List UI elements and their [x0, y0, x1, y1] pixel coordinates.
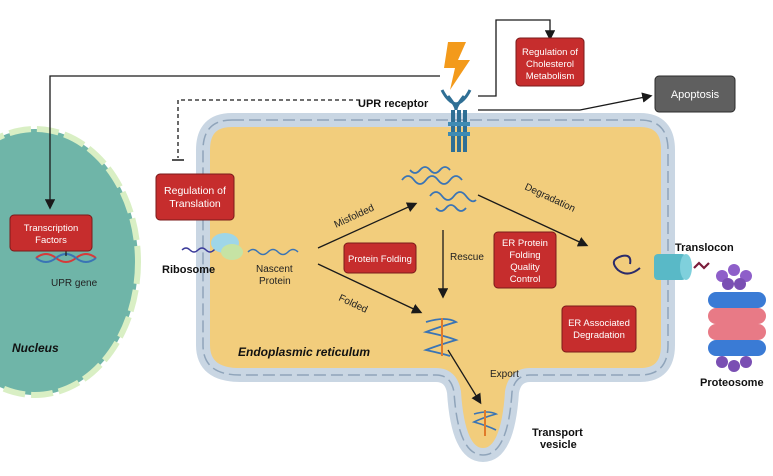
- box-erad: ER Associated Degradation: [561, 305, 637, 353]
- box-transcription: Transcription Factors: [9, 214, 93, 252]
- label-translocon: Translocon: [675, 242, 734, 254]
- vesicle-protein-icon: [471, 410, 499, 436]
- proteasome-icon: [708, 264, 766, 372]
- label-vesicle-line-2: vesicle: [540, 439, 577, 451]
- box-cholesterol-line-3: Metabolism: [526, 71, 575, 82]
- endoplasmic-reticulum: [196, 113, 675, 463]
- label-upr-gene: UPR gene: [51, 278, 98, 289]
- box-cholesterol-line-1: Regulation of: [522, 47, 578, 58]
- box-er-quality-line-3: Quality: [510, 262, 540, 273]
- box-transcription-line-2: Factors: [35, 235, 67, 246]
- label-nucleus: Nucleus: [12, 341, 59, 355]
- label-upr-receptor: UPR receptor: [358, 98, 429, 110]
- label-vesicle-line-1: Transport: [532, 427, 583, 439]
- box-apoptosis: Apoptosis: [654, 75, 736, 113]
- box-protein-folding: Protein Folding: [343, 242, 417, 274]
- folded-protein-icon: [422, 318, 459, 357]
- box-translation-line-1: Regulation of: [164, 185, 226, 197]
- box-protein-folding-label: Protein Folding: [348, 254, 412, 265]
- box-er-quality-line-4: Control: [510, 274, 541, 285]
- box-cholesterol: Regulation of Cholesterol Metabolism: [515, 37, 585, 87]
- translocon-icon: [612, 254, 710, 280]
- label-nascent-line-2: Protein: [259, 276, 291, 287]
- box-er-quality: ER Protein Folding Quality Control: [493, 231, 557, 289]
- box-transcription-line-1: Transcription: [24, 223, 79, 234]
- box-er-quality-line-1: ER Protein: [502, 238, 548, 249]
- box-erad-line-2: Degradation: [573, 330, 625, 341]
- ribosome-icon: [181, 233, 243, 260]
- label-ribosome: Ribosome: [162, 264, 215, 276]
- box-erad-line-1: ER Associated: [568, 318, 630, 329]
- box-cholesterol-line-2: Cholesterol: [526, 59, 574, 70]
- box-apoptosis-label: Apoptosis: [671, 89, 720, 101]
- label-er: Endoplasmic reticulum: [238, 345, 370, 359]
- label-proteosome: Proteosome: [700, 377, 764, 389]
- label-export: Export: [490, 369, 519, 380]
- box-er-quality-line-2: Folding: [509, 250, 540, 261]
- label-nascent-line-1: Nascent: [256, 264, 293, 275]
- label-rescue: Rescue: [450, 252, 484, 263]
- nascent-chain-icon: [247, 248, 299, 256]
- upr-receptor-icon: [440, 89, 472, 152]
- box-translation-line-2: Translation: [169, 198, 221, 210]
- lightning-icon: [444, 42, 470, 90]
- misfolded-protein-icon: [401, 166, 477, 212]
- box-translation: Regulation of Translation: [155, 173, 235, 221]
- connectors: [44, 19, 653, 405]
